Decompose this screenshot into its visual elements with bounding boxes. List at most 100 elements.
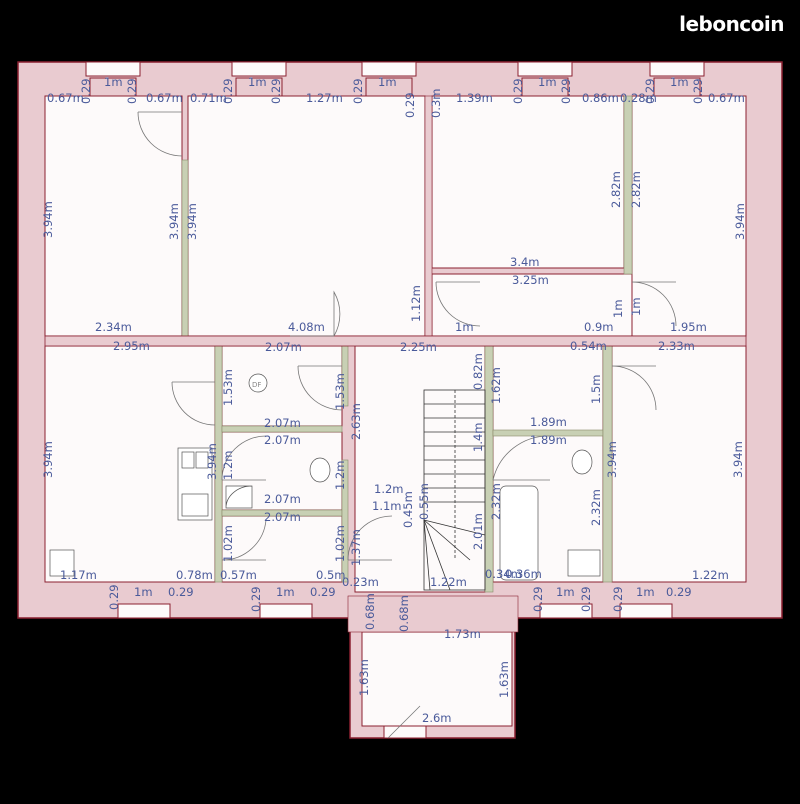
dimension-label-lower_rooms-19: 2.07m bbox=[264, 492, 301, 506]
dimension-label-bottom_row-0: 1.17m bbox=[60, 568, 97, 582]
dimension-label-upper_rooms-14: 2.34m bbox=[95, 320, 132, 334]
dimension-label-lower_rooms-24: 2.32m bbox=[589, 489, 603, 526]
dimension-label-top-10: 0.29 bbox=[351, 78, 365, 104]
dimension-label-lower_rooms-27: 1.37m bbox=[349, 529, 363, 566]
dimension-label-entry-4: 1.63m bbox=[497, 661, 511, 698]
dimension-label-lower_rooms-15: 1.2m bbox=[221, 451, 235, 481]
dimension-label-hall_row-1: 2.07m bbox=[265, 340, 302, 354]
door-swing-1 bbox=[137, 111, 183, 157]
door-swing-8 bbox=[221, 519, 267, 561]
fixtures bbox=[49, 373, 601, 581]
door-swing-7 bbox=[221, 435, 267, 481]
dimension-label-lower_rooms-6: 2.07m bbox=[264, 416, 301, 430]
window-bottom-2 bbox=[259, 603, 313, 619]
dimension-label-lower_rooms-17: 1.2m bbox=[374, 482, 404, 496]
dimension-label-upper_rooms-13: 1.95m bbox=[670, 320, 707, 334]
dimension-label-top-19: 0.28m bbox=[620, 91, 657, 105]
dimension-label-bottom_row-1: 0.78m bbox=[176, 568, 213, 582]
dimension-label-bottom_row-2: 0.57m bbox=[220, 568, 257, 582]
toilet-upper bbox=[309, 457, 331, 483]
dimension-label-upper_rooms-9: 1m bbox=[455, 320, 474, 334]
dimension-label-lower_rooms-1: 1.53m bbox=[221, 369, 235, 406]
dimension-label-top-21: 1m bbox=[670, 75, 689, 89]
window-bottom-1 bbox=[117, 603, 171, 619]
washbasin bbox=[567, 549, 601, 577]
door-swing-3 bbox=[435, 281, 481, 327]
bathtub bbox=[499, 485, 539, 581]
top-windows bbox=[85, 61, 705, 97]
dimension-label-bottom_row-15: 0.29 bbox=[249, 586, 263, 612]
room-wc-upper bbox=[221, 345, 343, 427]
dimension-label-upper_rooms-2: 3.94m bbox=[185, 203, 199, 240]
leboncoin-logo: leboncoin bbox=[679, 12, 784, 36]
dimension-label-top-13: 0.3m bbox=[429, 89, 443, 119]
dimension-label-upper_rooms-1: 3.94m bbox=[167, 203, 181, 240]
room-bedroom-4 bbox=[611, 345, 747, 583]
door-swing-11 bbox=[611, 365, 657, 411]
dimension-label-upper_rooms-7: 3.25m bbox=[512, 273, 549, 287]
door-swing-9 bbox=[347, 515, 393, 561]
dimension-label-top-17: 0.29 bbox=[559, 78, 573, 104]
dimension-label-top-23: 0.67m bbox=[708, 91, 745, 105]
dimension-label-top-6: 0.29 bbox=[221, 78, 235, 104]
dimension-label-lower_rooms-7: 2.07m bbox=[264, 433, 301, 447]
room-closet bbox=[221, 515, 343, 583]
dimension-label-upper_rooms-5: 3.94m bbox=[733, 203, 747, 240]
dimension-label-top-0: 0.67m bbox=[47, 91, 84, 105]
dimension-label-top-8: 0.29 bbox=[269, 78, 283, 104]
dimension-label-bottom_row-19: 0.29 bbox=[611, 586, 625, 612]
dimension-label-bottom_row-9: 1m bbox=[134, 585, 153, 599]
dimension-label-upper_rooms-8: 1.12m bbox=[409, 285, 423, 322]
dimension-label-top-9: 1.27m bbox=[306, 91, 343, 105]
toilet-bath bbox=[571, 449, 593, 475]
room-stair-hall bbox=[354, 345, 486, 593]
dimension-label-entry-1: 0.68m bbox=[397, 595, 411, 632]
dimension-label-bottom_row-14: 0.29 bbox=[168, 585, 194, 599]
dimension-label-lower_rooms-18: 1.1m bbox=[372, 499, 402, 513]
room-bedroom-2 bbox=[431, 95, 625, 269]
door-swing-4 bbox=[631, 281, 677, 327]
dimension-label-top-18: 0.86m bbox=[582, 91, 619, 105]
dimension-label-bottom_row-4: 0.23m bbox=[342, 575, 379, 589]
dimension-label-lower_rooms-12: 3.94m bbox=[205, 443, 219, 480]
dimension-label-entry-2: 1.73m bbox=[444, 627, 481, 641]
dimension-label-lower_rooms-16: 1.2m bbox=[333, 461, 347, 491]
window-top-2 bbox=[231, 61, 287, 77]
dimension-label-top-4: 0.67m bbox=[146, 91, 183, 105]
hallway-band bbox=[44, 335, 747, 347]
window-top-4 bbox=[517, 61, 573, 77]
dimension-label-top-3: 0.29 bbox=[125, 78, 139, 104]
dimension-label-top-20: 0.29 bbox=[643, 78, 657, 104]
dimension-label-upper_rooms-3: 2.82m bbox=[609, 171, 623, 208]
dimension-label-bottom_row-20: 0.29 bbox=[666, 585, 692, 599]
room-entry bbox=[361, 631, 513, 727]
dimension-label-upper_rooms-4: 2.82m bbox=[629, 171, 643, 208]
dimension-label-entry-5: 2.6m bbox=[422, 711, 452, 725]
dimension-label-bottom_row-13: 0.29 bbox=[107, 584, 121, 610]
dimension-label-bottom_row-10: 1m bbox=[276, 585, 295, 599]
dimension-label-lower_rooms-26: 1.02m bbox=[333, 525, 347, 562]
shower-tray bbox=[225, 485, 253, 509]
window-bottom-4 bbox=[619, 603, 673, 619]
dimension-label-lower_rooms-3: 0.82m bbox=[471, 353, 485, 390]
dimension-label-lower_rooms-10: 1.89m bbox=[530, 415, 567, 429]
door-swing-6 bbox=[297, 365, 343, 411]
window-bottom-3 bbox=[539, 603, 593, 619]
window-top-1 bbox=[85, 61, 141, 77]
dimension-label-lower_rooms-14: 3.94m bbox=[731, 441, 745, 478]
room-bedroom-1 bbox=[44, 95, 183, 337]
dimension-label-lower_rooms-8: 2.63m bbox=[349, 403, 363, 440]
dimension-label-entry-3: 1.63m bbox=[357, 659, 371, 696]
staircase bbox=[423, 389, 486, 591]
dimension-label-top-7: 1m bbox=[248, 75, 267, 89]
df-symbol bbox=[248, 373, 268, 393]
dimension-label-bottom_row-8: 1.22m bbox=[692, 568, 729, 582]
dimension-label-upper_rooms-12: 1m bbox=[629, 297, 643, 316]
room-bedroom-3 bbox=[631, 95, 747, 337]
dimension-label-upper_rooms-11: 0.9m bbox=[584, 320, 614, 334]
dimension-label-bottom_row-5: 1.22m bbox=[430, 575, 467, 589]
dimension-label-upper_rooms-15: 4.08m bbox=[288, 320, 325, 334]
